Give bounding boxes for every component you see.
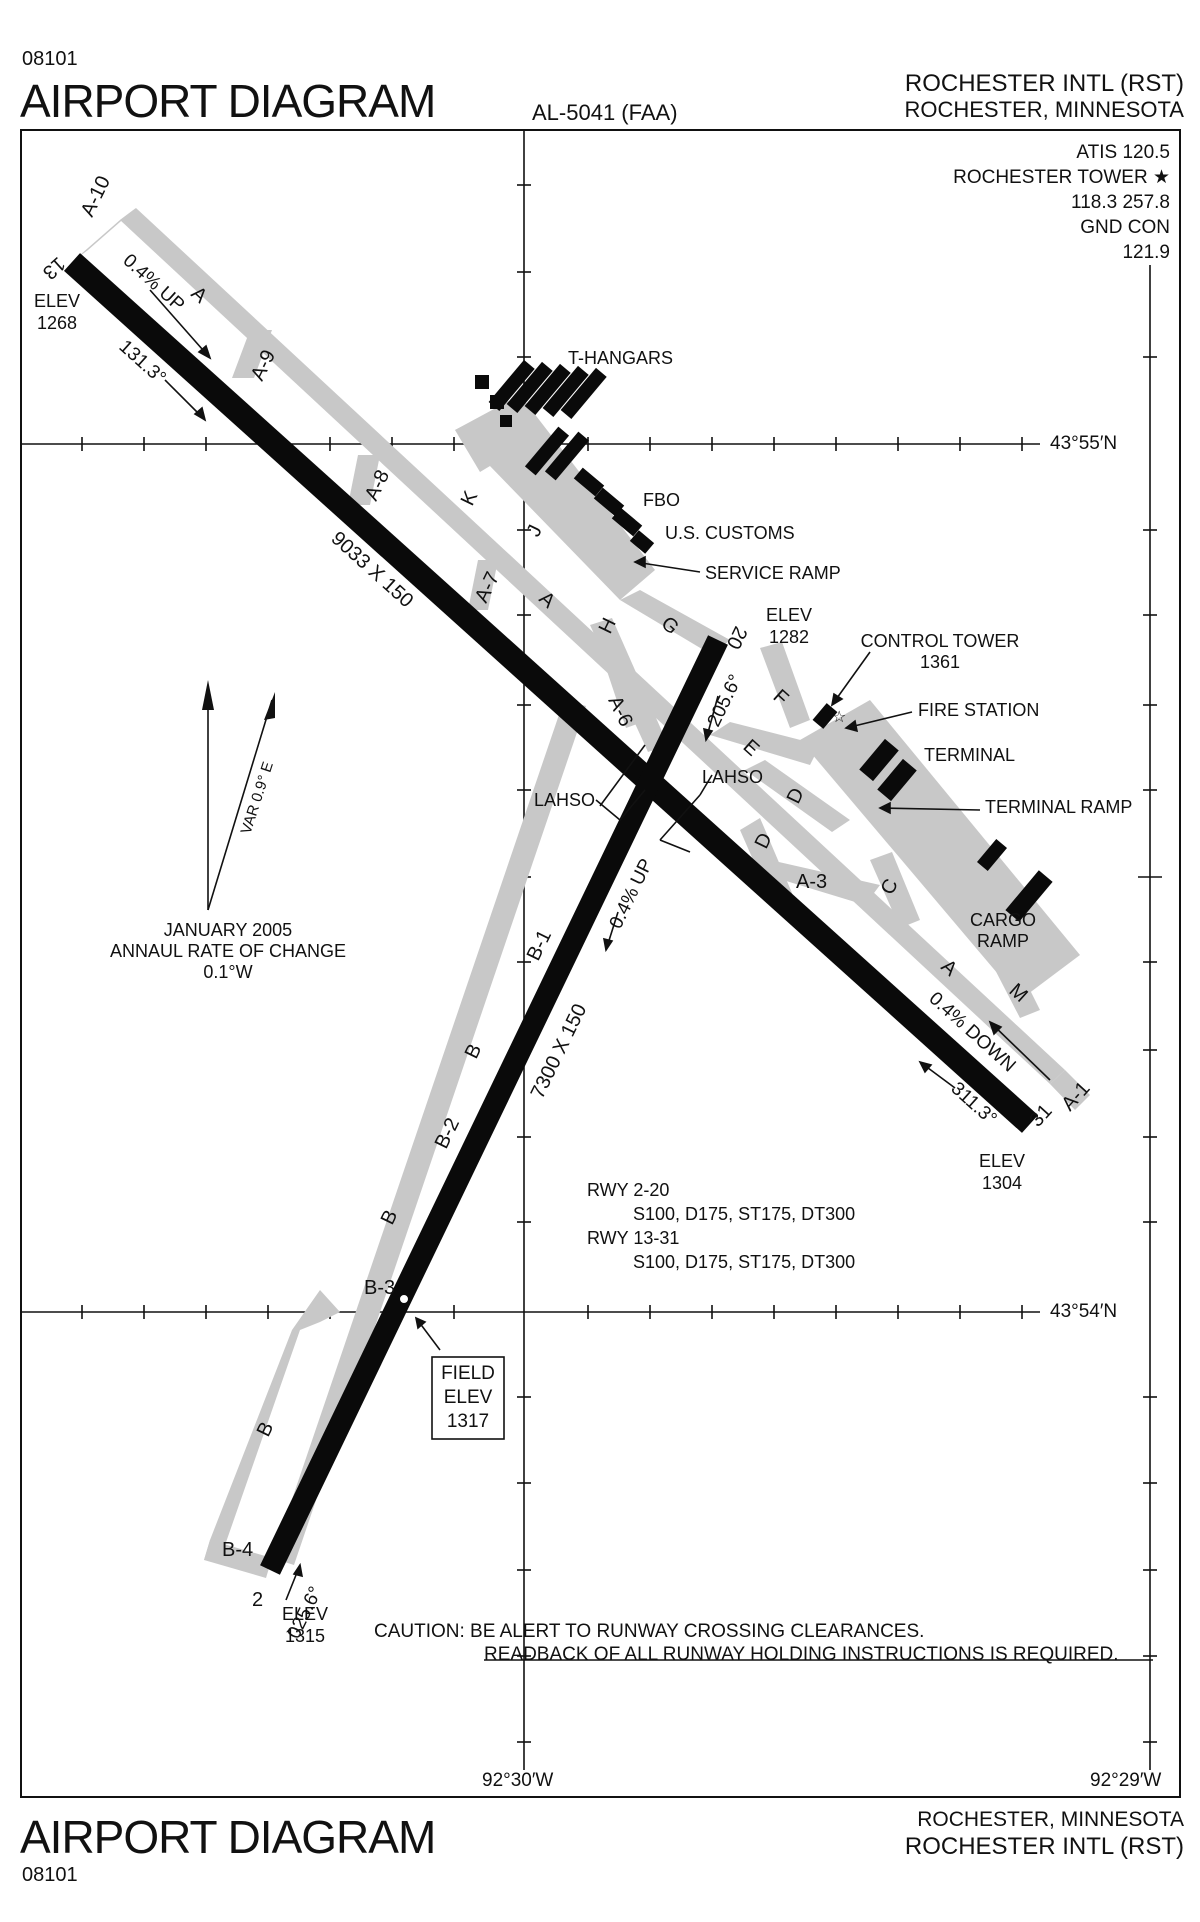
- fire-station-label: FIRE STATION: [918, 700, 1040, 720]
- atis-frequency: ATIS 120.5: [1076, 142, 1170, 163]
- taxiway-label-b3: B-3: [364, 1277, 395, 1299]
- diagram-frame: [20, 129, 1181, 1798]
- taxiway-f: [760, 642, 810, 728]
- customs-label: U.S. CUSTOMS: [665, 523, 795, 543]
- taxiway-b: [272, 700, 586, 1565]
- taxiway-a8: [348, 455, 380, 505]
- magnetic-variation-label: VAR 0.9° E: [238, 760, 277, 837]
- airport-city: ROCHESTER, MINNESOTA: [904, 97, 1184, 122]
- tower-label: ROCHESTER TOWER ★: [953, 167, 1170, 188]
- taxiway-e: [710, 722, 820, 765]
- airport-name: ROCHESTER INTL (RST): [904, 70, 1184, 97]
- taxiway-d: [745, 760, 850, 832]
- taxiway-a6: [600, 650, 648, 728]
- ground-control-frequency: 121.9: [1122, 242, 1170, 263]
- taxiway-g: [620, 590, 730, 655]
- fbo-label: FBO: [643, 490, 681, 510]
- caution-line-1: CAUTION: BE ALERT TO RUNWAY CROSSING CLE…: [374, 1621, 925, 1642]
- rwy-2-20-strength-label: RWY 2-20: [587, 1180, 670, 1200]
- latitude-label-north: 43°55′N: [1050, 433, 1118, 454]
- taxiway-a10: [72, 208, 136, 262]
- taxiway-c: [870, 852, 920, 928]
- footer-airport-city: ROCHESTER, MINNESOTA: [917, 1808, 1184, 1831]
- page-title: AIRPORT DIAGRAM: [20, 75, 436, 127]
- taxiway-label-b4: B-4: [222, 1539, 253, 1561]
- rwy-13-31-strength-label: RWY 13-31: [587, 1228, 680, 1248]
- taxiway-a3: [750, 860, 880, 905]
- cycle-number-bottom: 08101: [22, 1864, 78, 1886]
- taxiway-label-j: J: [523, 522, 547, 541]
- longitude-label-east: 92°29′W: [1090, 1770, 1162, 1791]
- taxiway-label-a3: A-3: [796, 871, 827, 893]
- runway-13-31: [63, 253, 1039, 1133]
- terminal-ramp-label: TERMINAL RAMP: [985, 797, 1133, 817]
- control-tower-star-icon: ☆: [832, 709, 846, 726]
- taxiway-label-k: K: [457, 487, 483, 509]
- service-ramp-area: [455, 395, 655, 600]
- t-hangar-buildings: [475, 359, 607, 481]
- fbo-buildings: [573, 467, 655, 554]
- taxiway-a7: [468, 560, 498, 610]
- field-elevation-box: [431, 1356, 505, 1440]
- footer-title: AIRPORT DIAGRAM: [20, 1811, 436, 1863]
- taxiway-k: [455, 420, 500, 472]
- rwy-31-end-number: 31: [1025, 1100, 1056, 1131]
- caution-note: CAUTION: BE ALERT TO RUNWAY CROSSING CLE…: [374, 1620, 1119, 1666]
- runway-strength-block: RWY 2-20 S100, D175, ST175, DT300 RWY 13…: [587, 1178, 855, 1274]
- taxiway-system: [72, 208, 1090, 1578]
- taxiway-label-b1: B-1: [523, 927, 556, 965]
- runway-2-20: [260, 635, 728, 1575]
- taxiway-m: [990, 950, 1040, 1018]
- taxiway-b-sw: [204, 1290, 340, 1560]
- tower-frequencies: 118.3 257.8: [1071, 192, 1170, 213]
- ground-control-label: GND CON: [1080, 217, 1170, 238]
- field-elevation-text: FIELD ELEV 1317: [441, 1363, 495, 1432]
- cycle-number-top: 08101: [22, 48, 78, 70]
- caution-line-2: READBACK OF ALL RUNWAY HOLDING INSTRUCTI…: [484, 1644, 1119, 1665]
- terminal-label: TERMINAL: [924, 745, 1016, 765]
- taxiway-a9: [232, 330, 272, 378]
- north-arrow: [202, 680, 275, 911]
- taxiway-a1: [1050, 1070, 1090, 1110]
- rwy-13-end-number: 13: [38, 252, 69, 283]
- taxiway-label-a10: A-10: [77, 173, 115, 221]
- rwy-2-end-number: 2: [252, 1589, 263, 1611]
- t-hangars-label: T-HANGARS: [568, 348, 674, 368]
- service-ramp-label: SERVICE RAMP: [705, 563, 841, 583]
- lahso-label-left: LAHSO: [534, 790, 596, 810]
- field-elevation-point: [398, 1293, 410, 1305]
- footer-airport-name: ROCHESTER INTL (RST): [904, 1833, 1184, 1860]
- pointer-arrows: [414, 555, 981, 1351]
- longitude-label-west: 92°30′W: [482, 1770, 554, 1791]
- heading-arrows: [149, 289, 1051, 1601]
- lahso-label-right: LAHSO: [702, 767, 764, 787]
- latitude-label-south: 43°54′N: [1050, 1301, 1118, 1322]
- procedure-id: AL-5041 (FAA): [532, 100, 678, 125]
- rwy-13-31-strength-values: S100, D175, ST175, DT300: [633, 1252, 856, 1272]
- comms-block: ATIS 120.5 ROCHESTER TOWER ★ 118.3 257.8…: [953, 140, 1170, 265]
- terminal-buildings: [812, 703, 1053, 922]
- rwy-2-20-strength-values: S100, D175, ST175, DT300: [633, 1204, 856, 1224]
- lahso-lines: [595, 744, 713, 853]
- taxiway-a: [120, 208, 1065, 1084]
- magnetic-variation-info: JANUARY 2005 ANNAUL RATE OF CHANGE 0.1°W: [109, 920, 347, 982]
